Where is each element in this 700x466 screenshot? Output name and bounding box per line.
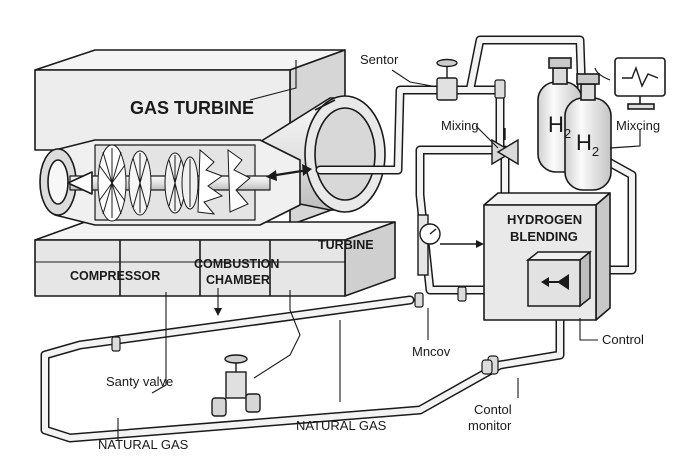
turbine-base [34, 221, 396, 297]
mixcing-label: Mixcing [616, 118, 660, 133]
compressor-fan [97, 144, 152, 222]
contol-label-1: Contol [474, 402, 512, 417]
mncov-label: Mncov [412, 344, 451, 359]
hydrogen-tank-2 [564, 73, 612, 191]
mixing-valve[interactable] [491, 128, 519, 166]
leader-lines [117, 60, 598, 440]
double-arrow-icon [266, 164, 312, 181]
blending-valve-box[interactable] [525, 250, 593, 308]
monitor-lead [594, 67, 611, 81]
h2-label-2: H2 [576, 130, 599, 159]
sentor-valve[interactable] [436, 58, 458, 101]
combustion-arrow [214, 308, 222, 316]
control-label: Control [602, 332, 644, 347]
pressure-gauge-icon [417, 214, 441, 276]
turbine-label: TURBINE [318, 238, 374, 252]
flow-arrow [440, 240, 484, 248]
monitor-icon [614, 57, 666, 110]
natural-gas-left-label: NATURAL GAS [98, 437, 189, 452]
natural-gas-mid-label: NATURAL GAS [296, 418, 387, 433]
sentor-label: Sentor [360, 52, 399, 67]
combustion-label-2: CHAMBER [206, 273, 270, 287]
gas-turbine-label: GAS TURBINE [130, 98, 254, 118]
h2-label-1: H2 [548, 112, 571, 141]
combustion-label-1: COMBUSTION [194, 257, 279, 271]
blending-label: BLENDING [510, 229, 578, 244]
contol-label-2: monitor [468, 418, 512, 433]
hydrogen-label: HYDROGEN [507, 212, 582, 227]
combustion-flames [197, 148, 251, 215]
compressor-label: COMPRESSOR [70, 269, 160, 283]
turbine-stage [164, 152, 199, 214]
pipe-couplings [111, 79, 506, 375]
santy-valve-label: Santy valve [106, 374, 173, 389]
safety-valve[interactable] [211, 354, 261, 417]
mixcing-lead [609, 130, 641, 149]
text-labels: GAS TURBINE COMPRESSOR COMBUSTION CHAMBE… [70, 52, 660, 452]
mixing-label: Mixing [441, 118, 479, 133]
